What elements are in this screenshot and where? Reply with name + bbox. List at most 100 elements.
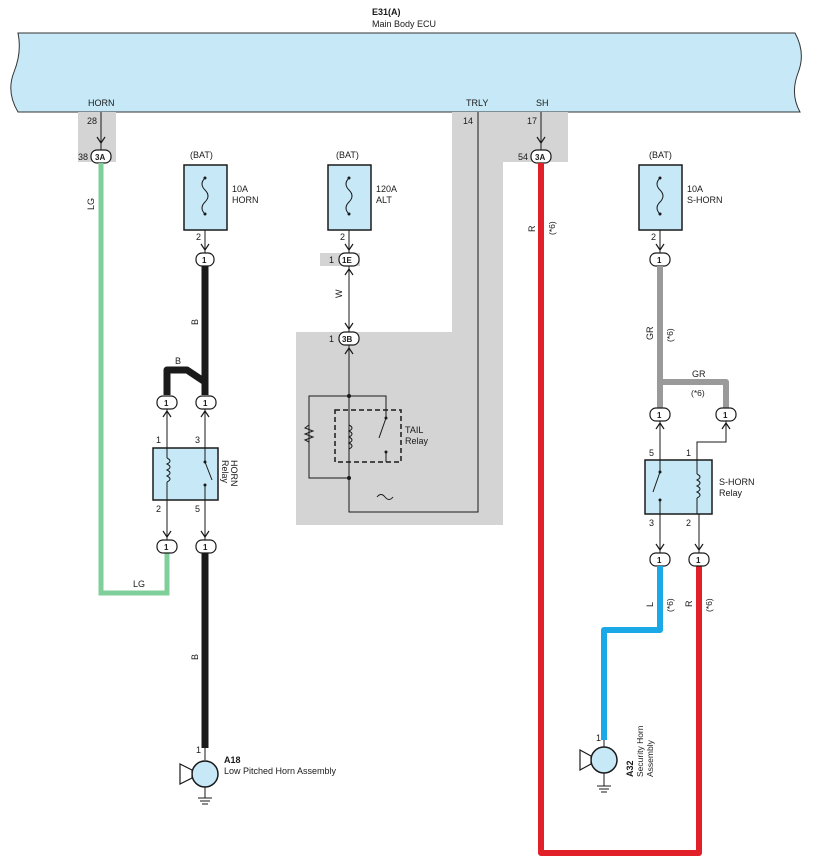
horn-relay-pin-3: 3 (195, 435, 200, 445)
arrow-icon (694, 543, 704, 552)
arrow-icon (721, 421, 731, 430)
connector-label: 1 (164, 399, 169, 408)
wire-gr-note: (*6) (665, 328, 675, 342)
a32-code: A32 (625, 760, 635, 777)
pin-label-horn: HORN (88, 98, 115, 108)
wire-r (538, 163, 702, 856)
connector-label: 1 (657, 256, 662, 265)
connector-label: 1 (723, 411, 728, 420)
wire-gr-label-2: GR (692, 369, 706, 379)
connector-label: 1 (657, 411, 662, 420)
wire-trly (348, 112, 479, 513)
fuse-shorn-pin: 2 (651, 232, 656, 242)
fuse-dot (658, 212, 662, 216)
fuse-horn-pin: 2 (196, 232, 201, 242)
wire-b-label-3: B (190, 654, 200, 660)
pin-17: 17 (527, 116, 537, 126)
wire-lg-label: LG (86, 198, 96, 210)
ground-icon (198, 797, 212, 805)
arrow-icon (200, 409, 210, 418)
switch-icon (652, 471, 661, 493)
tail-relay-label-2: Relay (405, 436, 429, 446)
switch-dot (203, 460, 207, 464)
fuse-dot (347, 212, 351, 216)
fuse-dot (658, 176, 662, 180)
coil-icon (695, 473, 701, 499)
shorn-relay-label: S-HORN (719, 477, 755, 487)
connector-3b-label: 3B (342, 335, 352, 344)
wire-w-label: W (334, 289, 344, 298)
wire-lg (98, 163, 170, 596)
pin-14: 14 (463, 116, 473, 126)
ecu-code: E31(A) (372, 7, 401, 17)
a18-name: Low Pitched Horn Assembly (224, 766, 337, 776)
pin-label-trly: TRLY (466, 98, 488, 108)
wire-gr-label: GR (645, 326, 655, 340)
horn-icon (590, 746, 618, 774)
wire-b-label-2: B (175, 356, 181, 366)
connector-label: 1 (696, 556, 701, 565)
fuse-dot (203, 212, 207, 216)
fuse-horn-source: (BAT) (190, 150, 213, 160)
switch-icon (204, 461, 213, 481)
connector-1 (156, 539, 178, 554)
wire-l-label: L (645, 602, 655, 607)
fuse-alt-pin: 2 (340, 232, 345, 242)
wire-r-note-2: (*6) (704, 598, 714, 612)
fuse-icon (345, 177, 353, 215)
wire-gr-branch (657, 379, 729, 408)
horn-relay-pin-5: 5 (195, 504, 200, 514)
connector-label: 1 (202, 256, 207, 265)
fuse-icon (656, 177, 664, 215)
shorn-relay-pin-3: 3 (649, 518, 654, 528)
switch-dot (658, 470, 662, 474)
tilde-icon (376, 494, 394, 500)
fuse-alt-rating: 120A (376, 184, 397, 194)
arrow-icon (344, 267, 354, 276)
wire-lg-label-2: LG (133, 579, 145, 589)
connector-label: 1 (203, 399, 208, 408)
a32-name-line2: Assembly (645, 739, 655, 777)
a32-pin: 1 (596, 733, 601, 743)
resistor-loop (308, 395, 349, 479)
tail-relay (334, 409, 402, 463)
pin-1e: 1 (329, 255, 334, 265)
fuse-shorn-rating: 10A (687, 184, 703, 194)
fuse-alt (327, 164, 372, 231)
speaker-icon (179, 763, 193, 785)
fuse-alt-source: (BAT) (336, 150, 359, 160)
connector-label: 1 (657, 556, 662, 565)
wire-b-label: B (190, 319, 200, 325)
arrow-icon (344, 322, 354, 331)
shorn-relay-pin-2: 2 (686, 518, 691, 528)
fuse-shorn (638, 164, 683, 231)
pin-38: 38 (78, 152, 88, 162)
connector-label: 1 (203, 543, 208, 552)
wire-gr-note-2: (*6) (691, 388, 705, 398)
resistor-icon (303, 424, 315, 443)
fuse-dot (203, 176, 207, 180)
connector-label: 1 (164, 543, 169, 552)
horn-relay-pin-1: 1 (156, 435, 161, 445)
fuse-icon (201, 177, 209, 215)
arrow-icon (96, 136, 106, 145)
arrow-icon (344, 243, 354, 252)
arrow-icon (655, 421, 665, 430)
fuse-horn (183, 164, 228, 231)
coil-icon (347, 424, 353, 450)
coil-icon (165, 457, 171, 483)
fuse-dot (347, 176, 351, 180)
horn-relay-label-2: Relay (220, 460, 230, 484)
fuse-shorn-source: (BAT) (649, 150, 672, 160)
a18-code: A18 (224, 755, 241, 765)
arrow-icon (536, 136, 546, 145)
fuse-horn-rating: 10A (232, 184, 248, 194)
connector-1e-label: 1E (342, 256, 352, 265)
wire-r-label-2: R (684, 600, 694, 607)
wire-r-note: (*6) (547, 221, 557, 235)
speaker-icon (579, 748, 592, 772)
shorn-relay-label-2: Relay (719, 488, 743, 498)
arrow-icon (162, 530, 172, 539)
ecu-name: Main Body ECU (372, 19, 436, 29)
